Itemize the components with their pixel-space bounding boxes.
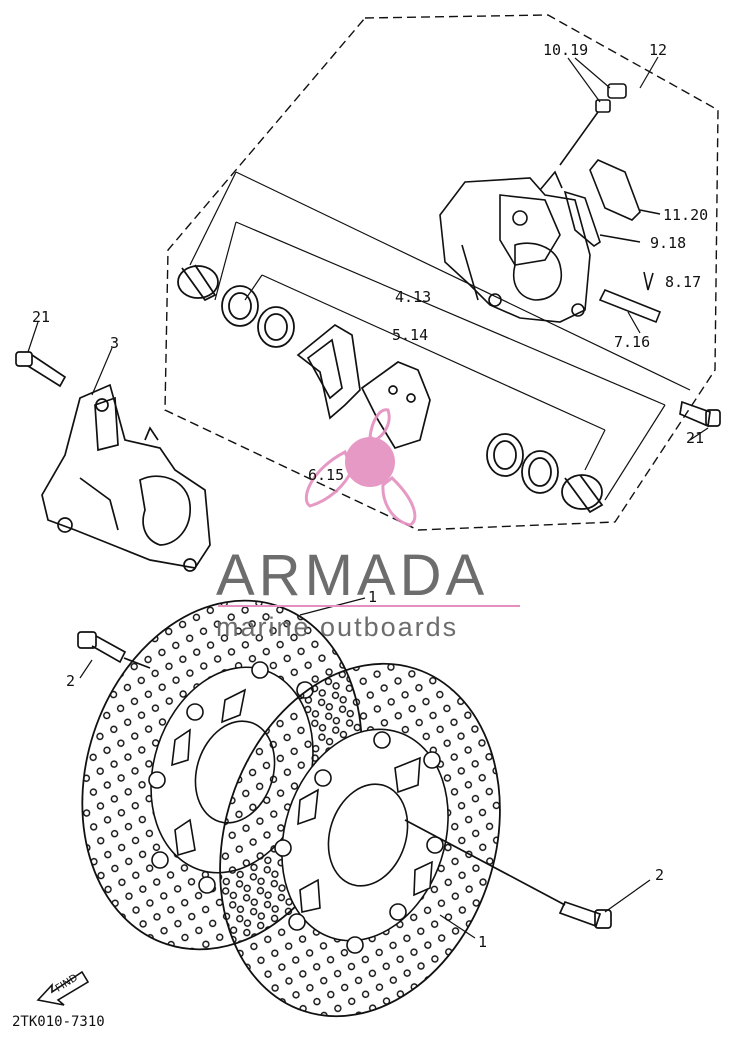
callout-11-20: 11.20 <box>663 206 708 224</box>
callout-1-top: 1 <box>368 588 377 606</box>
callout-5-14: 5.14 <box>392 326 428 344</box>
find-arrow-icon <box>36 970 90 1006</box>
assembly-lines <box>189 171 691 501</box>
bolt-21-right <box>679 400 721 428</box>
callout-6-15: 6.15 <box>308 466 344 484</box>
callout-2-right: 2 <box>655 866 664 884</box>
armada-logo <box>304 408 417 527</box>
brake-pad-left <box>296 323 361 420</box>
armada-tagline: marine outboards <box>216 612 458 642</box>
callout-21-right: 21 <box>686 429 704 447</box>
caliper-exploded <box>439 170 591 323</box>
callout-7-16: 7.16 <box>614 333 650 351</box>
callout-12: 12 <box>649 41 667 59</box>
leader-lines <box>27 56 709 939</box>
piston-right <box>561 474 604 514</box>
seal-right-1 <box>486 433 524 477</box>
piston-left <box>177 264 219 302</box>
armada-brand: ARMADA <box>216 543 488 608</box>
seal-left-1 <box>221 285 259 327</box>
brake-pad-right <box>360 361 431 450</box>
callout-4-13: 4.13 <box>395 288 431 306</box>
seal-right-2 <box>521 450 559 494</box>
callout-9-18: 9.18 <box>650 234 686 252</box>
callout-2-left: 2 <box>66 672 75 690</box>
caliper-assembled <box>41 383 211 572</box>
diagram-code: 2TK010-7310 <box>12 1014 105 1030</box>
bleeder-valve <box>559 83 627 166</box>
callout-10-19: 10.19 <box>543 41 588 59</box>
callout-21-left: 21 <box>32 308 50 326</box>
callout-8-17: 8.17 <box>665 273 701 291</box>
exploded-view-boundary <box>164 14 719 531</box>
bolt-2-left <box>77 631 151 669</box>
bolt-2-right <box>404 819 612 929</box>
bolt-21-left <box>15 351 67 388</box>
pad-spring <box>563 159 661 247</box>
brake-disc-front <box>219 662 501 1018</box>
seal-left-2 <box>257 306 295 348</box>
callout-1-bottom: 1 <box>478 933 487 951</box>
callout-3: 3 <box>110 334 119 352</box>
caliper-pin <box>598 271 662 324</box>
